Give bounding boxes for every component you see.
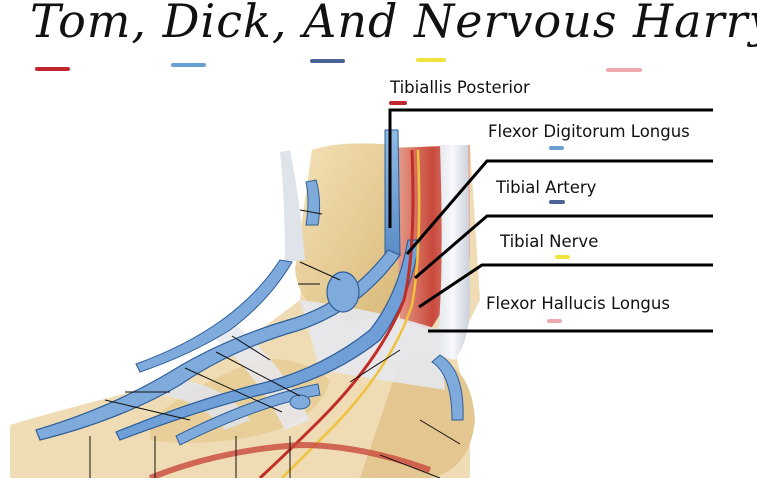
- label-swatch-flexor-hallucis: [547, 319, 562, 323]
- leader-line-tibialis-posterior: [388, 108, 713, 228]
- leader-line-tibial-artery: [414, 214, 713, 280]
- label-swatch-tibial-artery: [549, 200, 565, 204]
- flexor-sheath-medial: [35, 249, 401, 441]
- flexor-sheath-lower: [115, 239, 421, 441]
- plantar-muscle: [148, 441, 432, 481]
- label-swatch-tibial-nerve: [555, 255, 570, 259]
- and-color-swatch: [310, 59, 345, 63]
- label-tibialis-posterior: Tibiallis Posterior: [390, 78, 530, 97]
- extensor-band: [280, 150, 305, 262]
- leader-lines: [388, 108, 713, 333]
- leader-line-flexor-digitorum: [405, 159, 713, 255]
- leader-line-tibial-nerve: [418, 263, 713, 309]
- foot-pointer-lines: [89, 209, 461, 479]
- label-tibial-nerve: Tibial Nerve: [500, 232, 599, 251]
- heel-bone: [360, 357, 475, 478]
- diagram-title: Tom, Dick, And Nervous Harry: [30, 0, 757, 48]
- label-tibial-artery: Tibial Artery: [496, 178, 597, 197]
- extensor-sheath: [135, 259, 293, 373]
- dick-color-swatch: [171, 63, 206, 67]
- achilles-tendon: [435, 145, 470, 360]
- label-swatch-flexor-digitorum: [549, 146, 564, 150]
- label-flexor-hallucis-longus: Flexor Hallucis Longus: [486, 294, 670, 313]
- nervous-color-swatch: [416, 58, 446, 62]
- label-swatch-tibialis-posterior: [389, 101, 407, 105]
- toe-tendon-sheath: [175, 383, 321, 446]
- tom-color-swatch: [35, 67, 70, 71]
- anterior-sheath: [305, 179, 321, 226]
- label-flexor-digitorum-longus: Flexor Digitorum Longus: [488, 122, 690, 141]
- heel-sheath: [431, 354, 464, 421]
- malleolus-bursa: [326, 271, 360, 313]
- tibialis-posterior-sheath: [384, 129, 401, 256]
- harry-color-swatch: [606, 68, 642, 72]
- small-sheath: [289, 394, 311, 410]
